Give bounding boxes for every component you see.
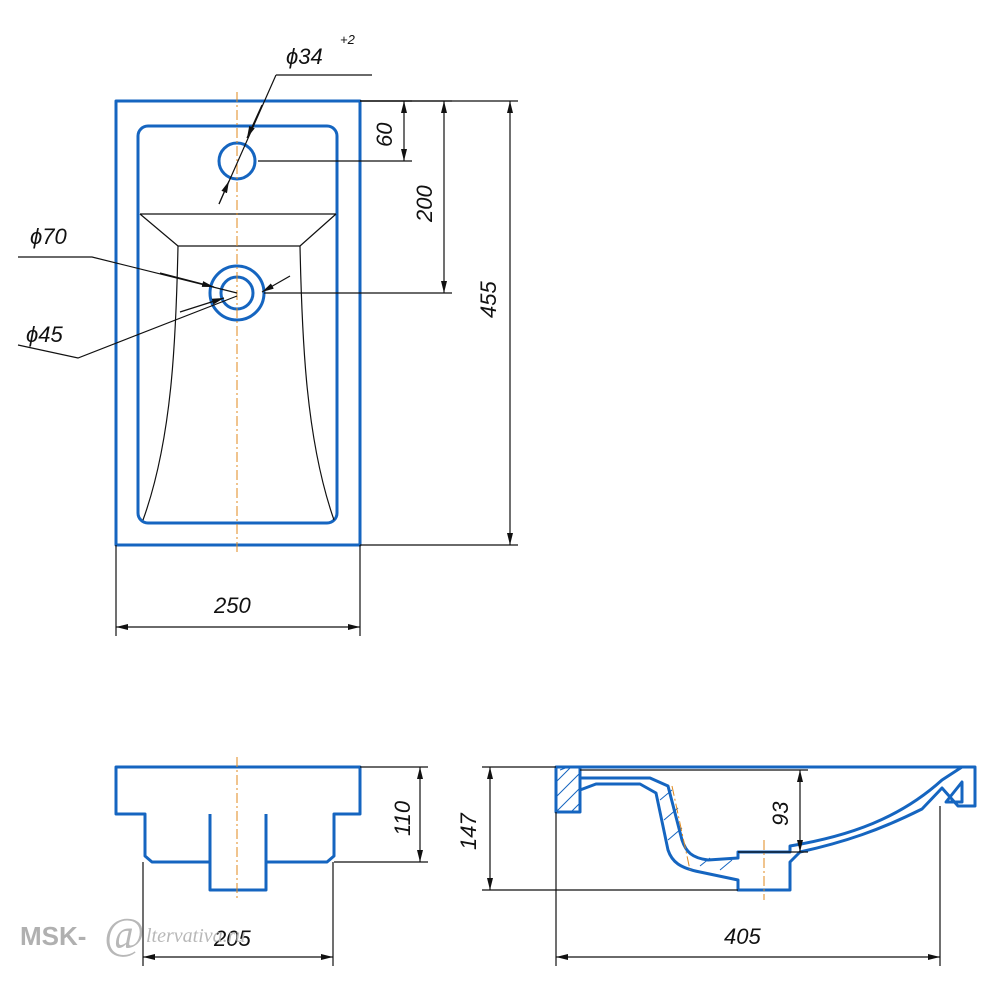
drain-inner-leader	[17, 295, 238, 359]
dim-110-label: 110	[390, 800, 415, 836]
dim-93-label: 93	[768, 801, 793, 826]
basin-outer-outline	[114, 99, 362, 547]
front-outline	[114, 765, 362, 892]
drain-outer-leader	[18, 256, 238, 294]
section-rim	[556, 765, 977, 892]
top-view: ϕ34 +2 60 200 455 ϕ70 ϕ45 250	[17, 32, 518, 636]
watermark: MSK- @ ltervativa.ru	[20, 909, 245, 958]
basin-inner-rim	[136, 124, 339, 525]
faucet-leader	[218, 74, 372, 205]
dim-250-label: 250	[213, 593, 251, 618]
dim-147-label: 147	[456, 813, 481, 850]
drain-outer-label: ϕ70	[30, 224, 67, 249]
dim-205-label: 205	[213, 926, 251, 951]
watermark-at: @	[104, 909, 144, 958]
section-right-pocket	[944, 780, 964, 804]
drain-inner-label: ϕ45	[26, 322, 63, 347]
faucet-tolerance-label: +2	[340, 32, 356, 47]
section-left-block	[554, 765, 582, 814]
bowl-outline	[142, 245, 335, 521]
watermark-prefix: MSK-	[20, 921, 86, 951]
watermark-domain: ltervativa.ru	[146, 925, 245, 947]
dim-405-label: 405	[724, 924, 761, 949]
dim-200-label: 200	[412, 185, 437, 223]
front-view: 110 205	[114, 757, 428, 966]
side-section: 93 147 405	[456, 765, 977, 966]
dim-455-label: 455	[476, 281, 501, 318]
faucet-hole-label: ϕ34	[286, 44, 323, 69]
dim-60-label: 60	[372, 122, 397, 147]
bowl-ledge-lines	[139, 213, 337, 247]
